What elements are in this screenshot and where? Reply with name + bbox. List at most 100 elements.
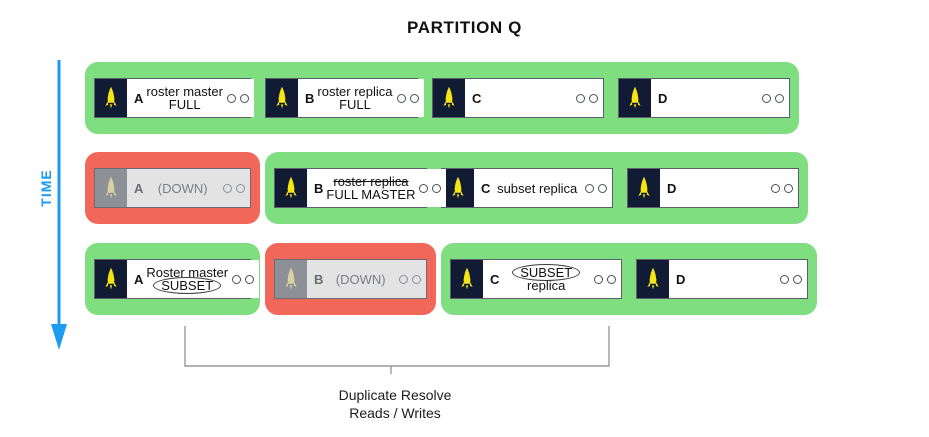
node-letter: A xyxy=(134,180,144,196)
circled-annotation: SUBSET xyxy=(153,277,222,294)
node-letter: D xyxy=(676,271,686,287)
status-dot xyxy=(223,183,232,193)
status-dot xyxy=(396,93,406,103)
status-dot xyxy=(399,274,408,284)
node-letter: D xyxy=(667,180,677,196)
rocket-icon xyxy=(442,169,474,207)
node-body: C xyxy=(465,79,603,117)
rocket-icon xyxy=(95,79,127,117)
status-dot xyxy=(780,274,789,284)
node-status-dots xyxy=(419,183,442,193)
rocket-icon xyxy=(451,260,483,298)
status-dot xyxy=(236,183,245,193)
rocket-icon xyxy=(95,260,127,298)
node-letter: B xyxy=(314,180,324,196)
node-label-line1: Roster master xyxy=(146,265,229,280)
node-body: D xyxy=(660,169,798,207)
status-dot xyxy=(245,274,255,284)
node-label: subset replica xyxy=(493,181,581,196)
node-status-dots xyxy=(585,183,607,193)
node-status-dots xyxy=(771,183,793,193)
node-status-dots xyxy=(223,183,245,193)
partition-group-down: B (DOWN) xyxy=(265,243,436,315)
status-dot xyxy=(589,93,598,103)
node-status-dots xyxy=(576,93,598,103)
node-label-line1: roster replica xyxy=(317,84,393,99)
time-arrow-down-icon xyxy=(51,60,67,350)
node-c[interactable]: C xyxy=(432,78,604,118)
status-dot xyxy=(793,274,802,284)
node-label-line2: subset replica xyxy=(497,180,578,196)
node-label-line1: roster replica xyxy=(333,174,409,189)
status-dot xyxy=(239,93,249,103)
rocket-icon xyxy=(275,260,307,298)
node-status-dots xyxy=(226,93,249,103)
node-status-dots xyxy=(396,93,419,103)
node-label-line2: FULL xyxy=(339,97,371,112)
rocket-icon xyxy=(266,79,298,117)
status-dot xyxy=(585,183,594,193)
node-d[interactable]: D xyxy=(636,259,808,299)
node-letter: C xyxy=(490,271,500,287)
node-b[interactable]: B (DOWN) xyxy=(274,259,427,299)
node-a[interactable]: A (DOWN) xyxy=(94,168,251,208)
node-label: (DOWN) xyxy=(146,181,219,196)
status-dot xyxy=(576,93,585,103)
node-label-line2: SUBSET xyxy=(146,277,228,294)
rocket-icon xyxy=(275,169,307,207)
status-dot xyxy=(432,183,442,193)
status-dot xyxy=(775,93,784,103)
node-letter: A xyxy=(134,90,144,106)
bracket-caption: Duplicate Resolve Reads / Writes xyxy=(240,386,550,422)
node-status-dots xyxy=(594,274,616,284)
time-axis: TIME xyxy=(28,60,88,350)
status-dot xyxy=(412,274,421,284)
node-letter: A xyxy=(134,271,144,287)
bracket-caption-line2: Reads / Writes xyxy=(349,405,441,421)
status-dot xyxy=(232,274,242,284)
node-body: B (DOWN) xyxy=(307,260,426,298)
page-title: PARTITION Q xyxy=(407,18,522,37)
node-d[interactable]: D xyxy=(627,168,799,208)
node-label-line2: (DOWN) xyxy=(335,271,386,287)
node-letter: B xyxy=(305,90,315,106)
node-status-dots xyxy=(780,274,802,284)
node-label-line2: FULL MASTER xyxy=(326,187,416,202)
node-label-line1: SUBSET xyxy=(502,264,590,281)
node-label: (DOWN) xyxy=(326,272,395,287)
duplicate-resolve-bracket xyxy=(184,326,610,374)
node-d[interactable]: D xyxy=(618,78,790,118)
circled-annotation: SUBSET xyxy=(512,264,581,281)
status-dot xyxy=(409,93,419,103)
node-status-dots xyxy=(232,274,255,284)
node-letter: B xyxy=(314,271,324,287)
rocket-icon xyxy=(628,169,660,207)
node-label-line2: (DOWN) xyxy=(157,180,208,196)
partition-group-down: A (DOWN) xyxy=(85,152,260,224)
node-body: A (DOWN) xyxy=(127,169,250,207)
node-letter: C xyxy=(481,180,491,196)
rocket-icon xyxy=(637,260,669,298)
rocket-icon xyxy=(619,79,651,117)
